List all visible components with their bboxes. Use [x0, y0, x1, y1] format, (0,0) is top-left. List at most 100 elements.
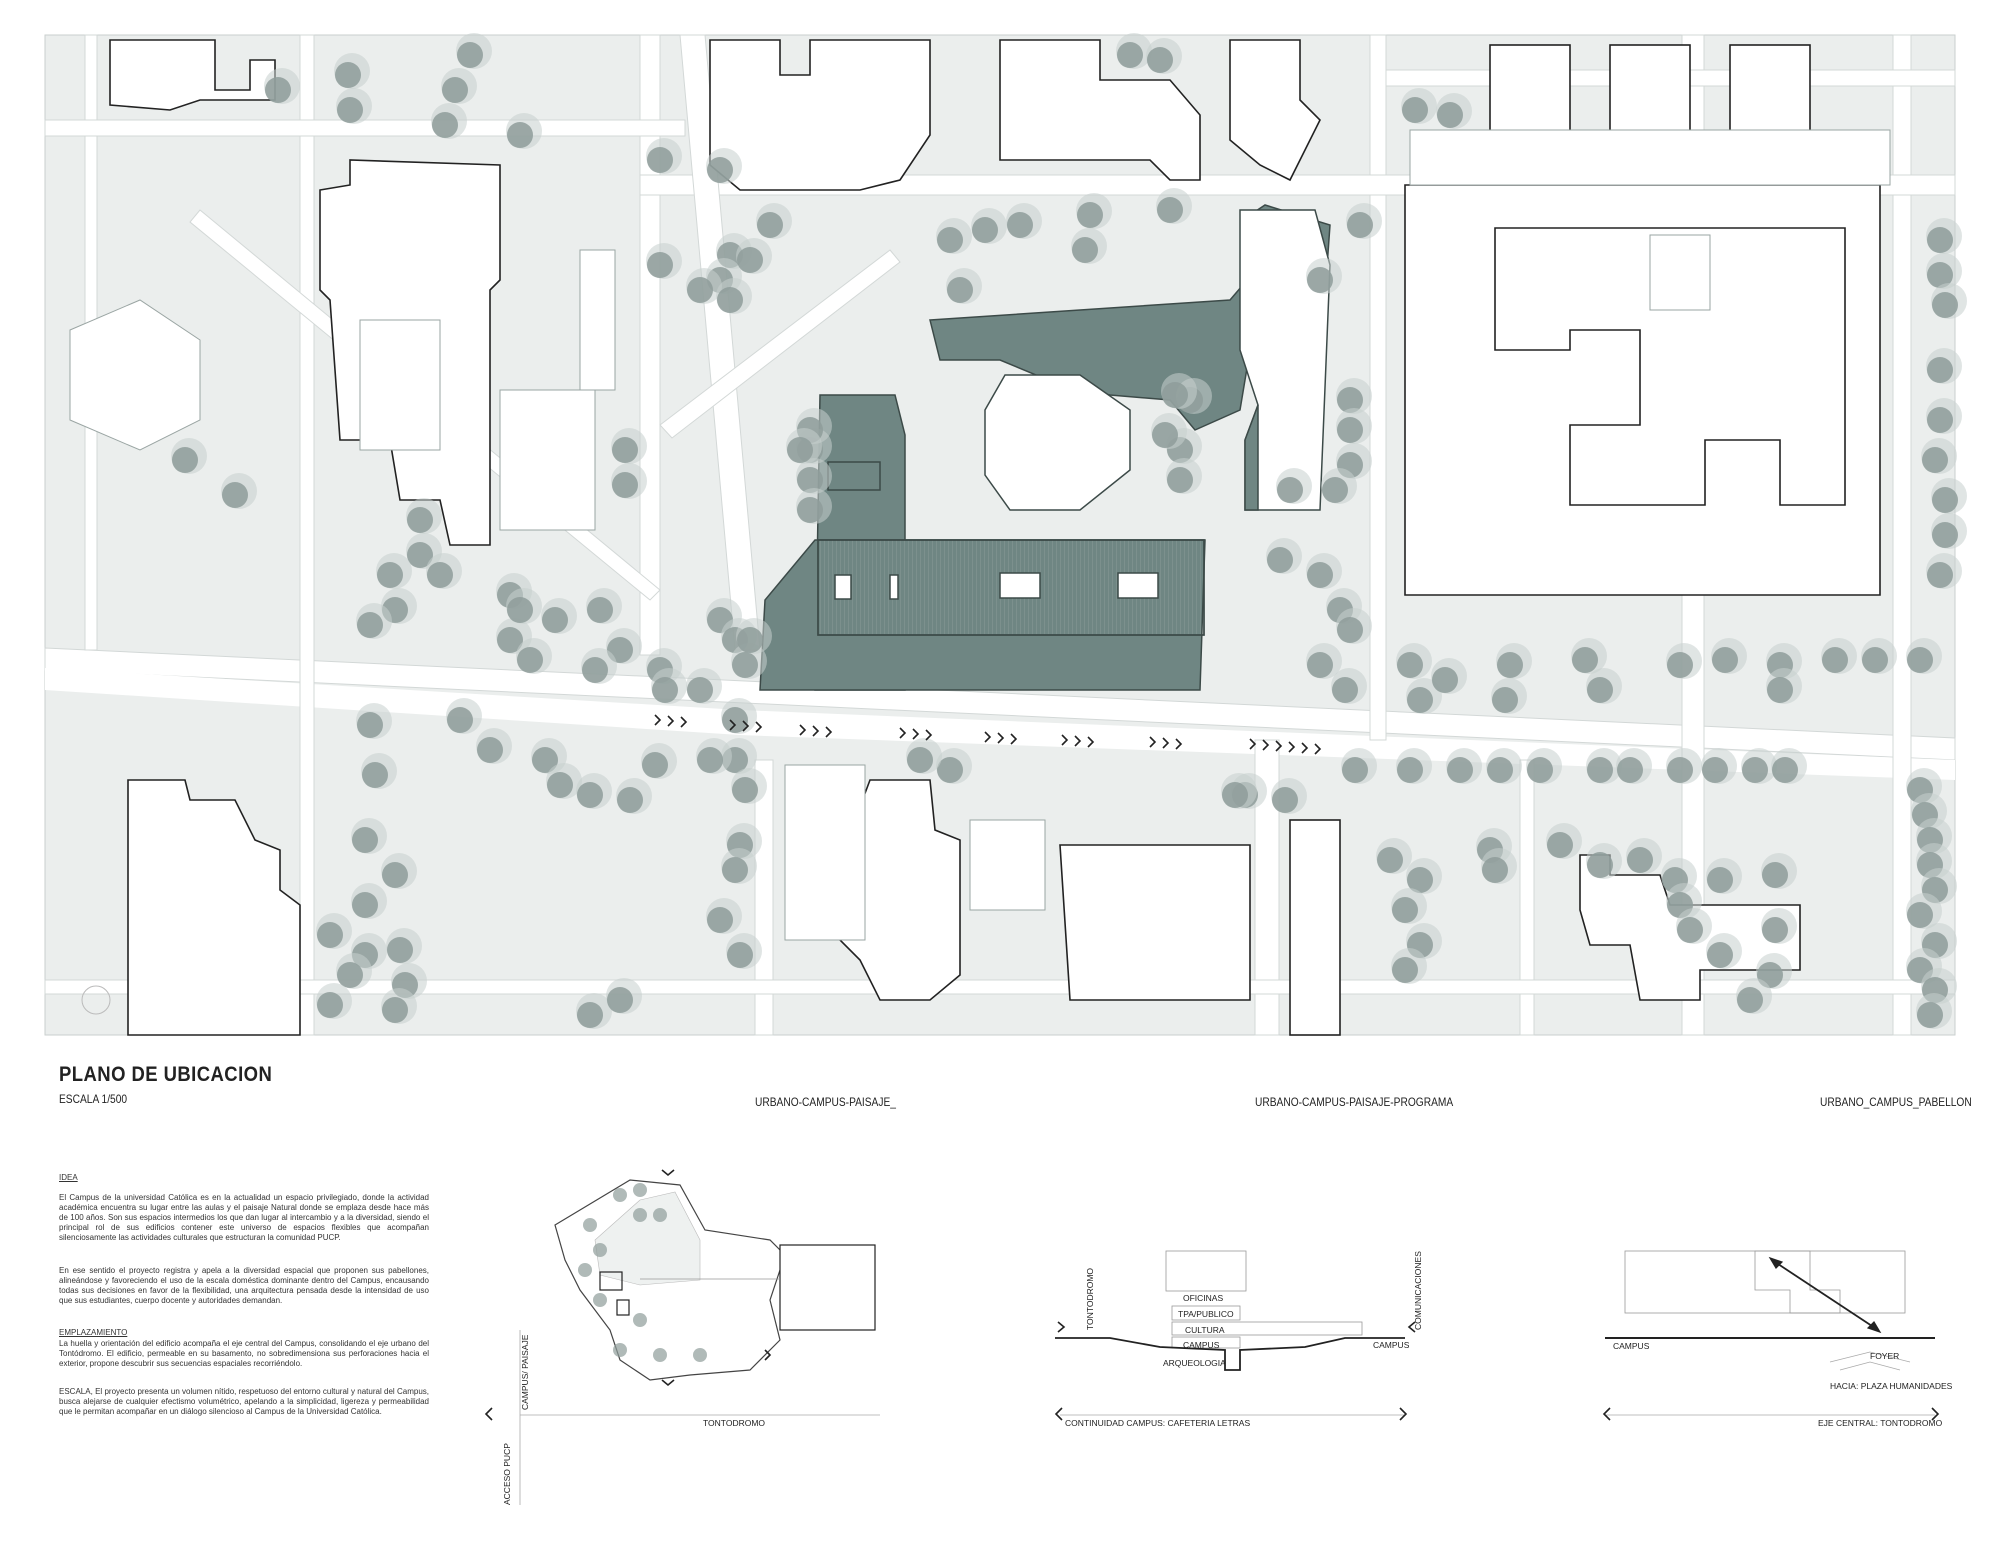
tree-icon — [593, 1293, 607, 1307]
tree-icon — [1702, 757, 1728, 783]
tree-icon — [1407, 867, 1433, 893]
tree-icon — [1822, 647, 1848, 673]
tree-icon — [1337, 387, 1363, 413]
project-building — [759, 204, 1331, 691]
tree-icon — [222, 482, 248, 508]
chevron-right-icon — [1149, 736, 1157, 748]
tree-icon — [1617, 757, 1643, 783]
chevron-right-icon — [899, 727, 907, 739]
tree-icon — [787, 437, 813, 463]
tree-icon — [507, 122, 533, 148]
tree-icon — [497, 627, 523, 653]
tree-icon — [1392, 897, 1418, 923]
tree-icon — [1487, 757, 1513, 783]
tree-icon — [613, 1188, 627, 1202]
tree-icon — [1917, 1002, 1943, 1028]
diagram3-title: URBANO_CAMPUS_PABELLON — [1820, 1095, 1972, 1109]
tree-icon — [447, 707, 473, 733]
tree-icon — [477, 737, 503, 763]
tree-icon — [1587, 677, 1613, 703]
tree-icon — [1272, 787, 1298, 813]
tree-icon — [797, 467, 823, 493]
tree-icon — [587, 597, 613, 623]
tree-icon — [265, 77, 291, 103]
chevron-right-icon — [680, 716, 688, 728]
tree-icon — [1342, 757, 1368, 783]
tree-icon — [547, 772, 573, 798]
plan-title: PLANO DE UBICACION — [59, 1063, 273, 1086]
tree-icon — [797, 497, 823, 523]
tree-icon — [1007, 212, 1033, 238]
tree-icon — [1397, 757, 1423, 783]
chevron-right-icon — [1074, 735, 1082, 747]
label-campus-right: CAMPUS — [1373, 1340, 1410, 1350]
tree-icon — [633, 1313, 647, 1327]
tree-icon — [1407, 687, 1433, 713]
tree-icon — [697, 747, 723, 773]
tree-icon — [1332, 677, 1358, 703]
tree-icon — [1392, 957, 1418, 983]
tree-icon — [1077, 202, 1103, 228]
chevron-right-icon — [1301, 742, 1309, 754]
tree-icon — [1907, 902, 1933, 928]
tree-icon — [1707, 942, 1733, 968]
tree-icon — [357, 612, 383, 638]
tree-icon — [633, 1183, 647, 1197]
tree-icon — [1927, 227, 1953, 253]
tree-icon — [1527, 757, 1553, 783]
label-foyer: FOYER — [1870, 1351, 1900, 1361]
tree-icon — [352, 892, 378, 918]
chevron-right-icon — [1010, 733, 1018, 745]
tree-icon — [947, 277, 973, 303]
tree-icon — [1762, 862, 1788, 888]
plan-scale: ESCALA 1/500 — [59, 1092, 128, 1106]
idea-paragraph-1: El Campus de la universidad Católica es … — [59, 1193, 429, 1242]
tree-icon — [1677, 917, 1703, 943]
tree-icon — [1162, 382, 1188, 408]
tree-icon — [337, 97, 363, 123]
diagram1-title: URBANO-CAMPUS-PAISAJE_ — [755, 1095, 896, 1109]
tree-icon — [613, 1343, 627, 1357]
tree-icon — [647, 252, 673, 278]
tree-icon — [1497, 652, 1523, 678]
tree-icon — [937, 227, 963, 253]
tree-icon — [1157, 197, 1183, 223]
tree-icon — [1707, 867, 1733, 893]
north-circle-icon — [81, 985, 111, 1015]
tree-icon — [737, 627, 763, 653]
chevron-right-icon — [912, 728, 920, 740]
idea-paragraph-2: En ese sentido el proyecto registra y ap… — [59, 1266, 429, 1305]
tree-icon — [1932, 522, 1958, 548]
tree-icon — [1072, 237, 1098, 263]
tree-icon — [653, 1208, 667, 1222]
tree-icon — [653, 1348, 667, 1362]
tree-icon — [583, 1218, 597, 1232]
tree-icon — [1307, 562, 1333, 588]
chevron-right-icon — [1162, 737, 1170, 749]
tree-icon — [357, 712, 383, 738]
tree-icon — [1742, 757, 1768, 783]
tree-icon — [1587, 757, 1613, 783]
tree-icon — [1927, 407, 1953, 433]
chevron-right-icon — [1061, 734, 1069, 746]
label-continuidad-campus: CONTINUIDAD CAMPUS: CAFETERIA LETRAS — [1065, 1418, 1251, 1428]
tree-icon — [457, 42, 483, 68]
label-hacia-plaza: HACIA: PLAZA HUMANIDADES — [1830, 1381, 1953, 1391]
label-eje-central: EJE CENTRAL: TONTODROMO — [1818, 1418, 1943, 1428]
chevron-right-icon — [997, 732, 1005, 744]
tree-icon — [737, 247, 763, 273]
tree-icon — [1307, 267, 1333, 293]
emplazamiento-paragraph: La huella y orientación del edificio aco… — [59, 1339, 429, 1368]
diagram1-trees — [578, 1183, 707, 1362]
tree-icon — [387, 937, 413, 963]
chevron-right-icon — [654, 714, 662, 726]
tree-icon — [382, 862, 408, 888]
tree-icon — [337, 962, 363, 988]
chevron-right-icon — [1288, 741, 1296, 753]
tree-icon — [577, 782, 603, 808]
tree-icon — [633, 1208, 647, 1222]
tree-icon — [1922, 447, 1948, 473]
campus-buildings — [109, 39, 1881, 1036]
label-arqueologia: ARQUEOLOGIA — [1163, 1358, 1226, 1368]
tree-icon — [607, 987, 633, 1013]
